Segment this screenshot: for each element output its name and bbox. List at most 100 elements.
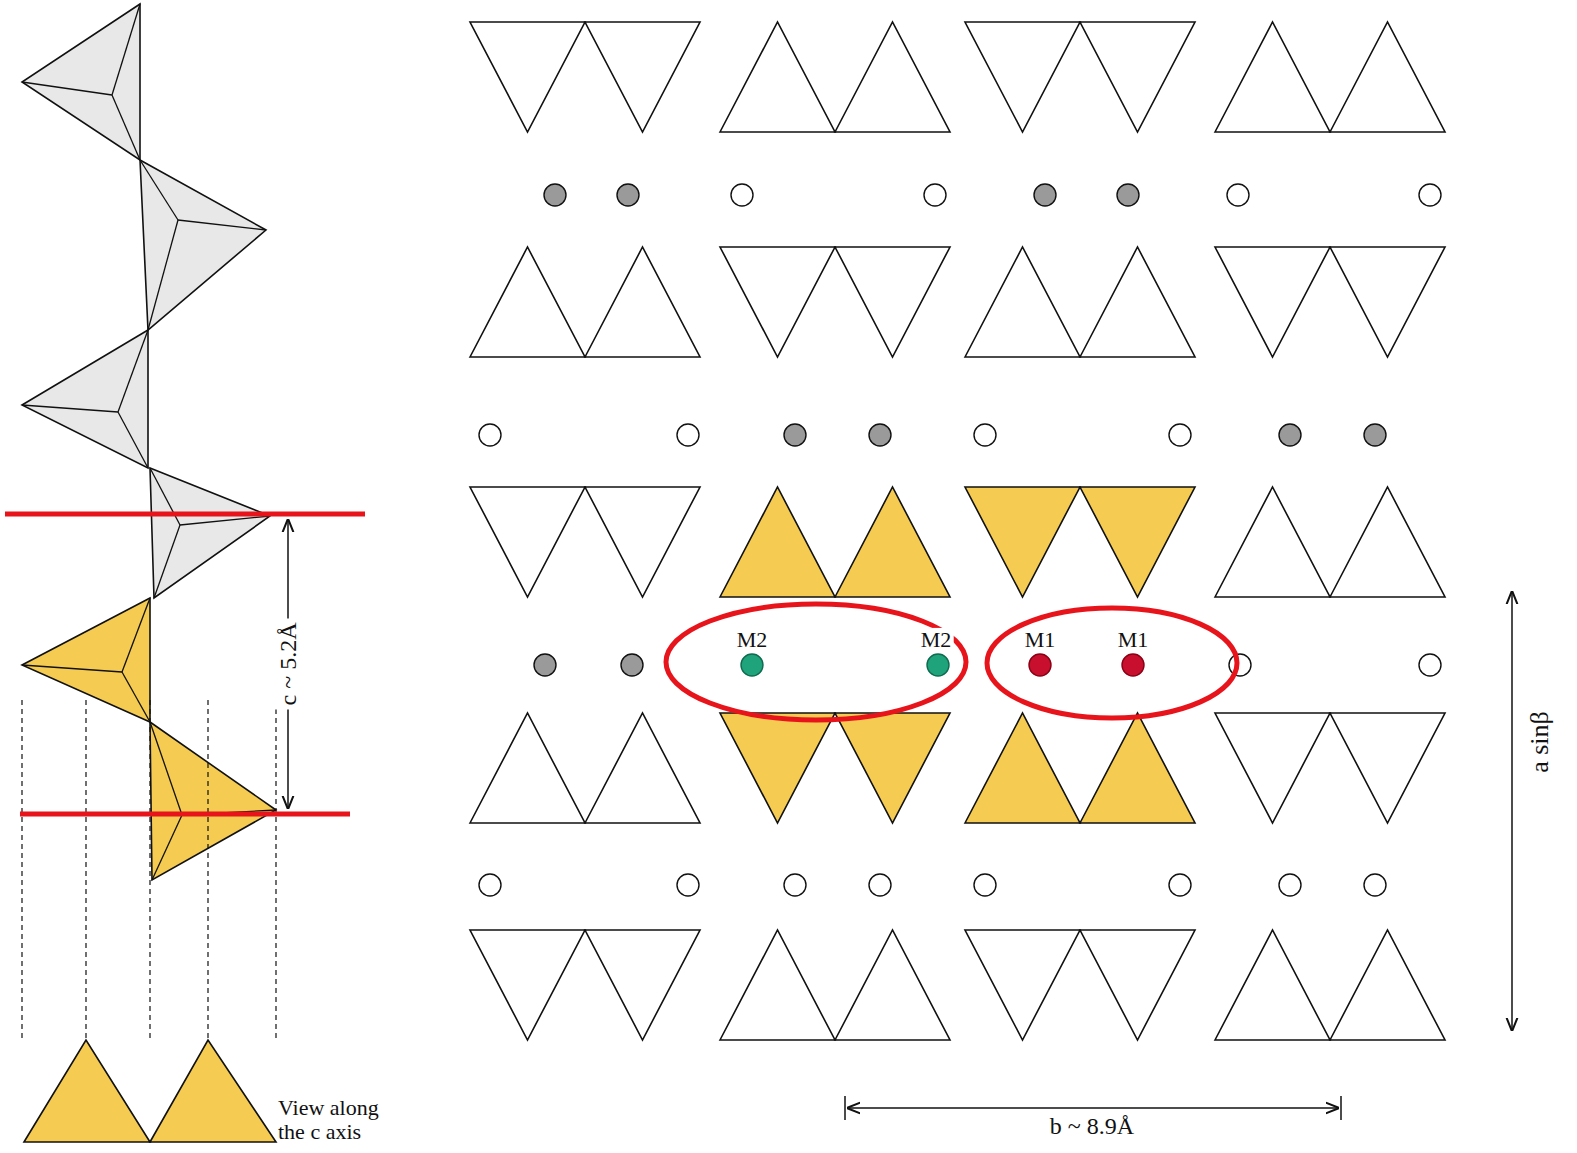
- tetrahedron-edge: [22, 405, 118, 412]
- tetrahedron: [965, 247, 1080, 357]
- tetrahedron: [835, 713, 950, 823]
- cation-site: [1419, 654, 1441, 676]
- view-caption: View along the c axis: [278, 1096, 403, 1144]
- m1-ellipse: [987, 608, 1237, 718]
- tetrahedron: [585, 930, 700, 1040]
- tetrahedron-edge: [154, 525, 180, 598]
- cation-site: [731, 184, 753, 206]
- cation-site: [974, 424, 996, 446]
- tetrahedron: [720, 713, 835, 823]
- cation-site: [534, 654, 556, 676]
- dimension-label: a sinβ: [1526, 707, 1555, 777]
- tetrahedron-edge: [140, 160, 178, 220]
- dimension-label: c ~ 5.2Å: [275, 619, 301, 710]
- m2-ellipse: [666, 604, 966, 720]
- red-marker-line: [5, 512, 365, 517]
- tetrahedron-edge: [112, 4, 140, 95]
- cation-site: [974, 874, 996, 896]
- end-view-tetrahedron: [24, 1040, 150, 1142]
- tetrahedron: [150, 722, 276, 880]
- tetrahedron: [1215, 22, 1330, 132]
- tetrahedron-edge: [22, 82, 112, 95]
- tetrahedron: [1080, 487, 1195, 597]
- tetrahedron-edge: [180, 516, 270, 525]
- tetrahedron: [1330, 247, 1445, 357]
- cation-site: [479, 874, 501, 896]
- cation-sites: [479, 184, 1441, 896]
- cation-site: [479, 424, 501, 446]
- cation-site: [1029, 654, 1051, 676]
- tetrahedron: [720, 487, 835, 597]
- projection-line: [207, 700, 208, 1040]
- tetrahedron: [470, 930, 585, 1040]
- projection-line: [21, 700, 22, 1040]
- tetrahedron: [965, 487, 1080, 597]
- tetrahedron: [1080, 22, 1195, 132]
- cation-site: [784, 424, 806, 446]
- tetrahedron: [835, 22, 950, 132]
- tetrahedron-edge: [118, 412, 148, 468]
- tetrahedron: [720, 930, 835, 1040]
- tetrahedron: [470, 247, 585, 357]
- cation-site: [1169, 424, 1191, 446]
- tetrahedron: [470, 22, 585, 132]
- tetrahedron: [1080, 247, 1195, 357]
- cation-site: [784, 874, 806, 896]
- tetrahedron: [1330, 22, 1445, 132]
- tetrahedron: [835, 247, 950, 357]
- tetrahedron: [1215, 713, 1330, 823]
- tetrahedron: [22, 4, 140, 160]
- cation-site: [1169, 874, 1191, 896]
- tetrahedron: [1080, 713, 1195, 823]
- tetrahedron: [1330, 930, 1445, 1040]
- cation-site: [544, 184, 566, 206]
- tetrahedron: [720, 22, 835, 132]
- tetrahedron: [585, 713, 700, 823]
- dimension-tick: [1340, 1096, 1342, 1120]
- dimension-arrow: [1511, 592, 1513, 1030]
- tetrahedron: [1080, 930, 1195, 1040]
- site-label: M2: [919, 628, 954, 652]
- cation-site: [677, 424, 699, 446]
- tetrahedron: [720, 247, 835, 357]
- tetrahedron: [1330, 713, 1445, 823]
- cation-site: [1034, 184, 1056, 206]
- site-label: M2: [735, 628, 770, 652]
- tetrahedron: [1330, 487, 1445, 597]
- annotations: [5, 514, 1512, 1120]
- tetrahedron: [835, 930, 950, 1040]
- tetrahedron: [150, 468, 270, 598]
- cation-site: [677, 874, 699, 896]
- tetrahedron: [1215, 930, 1330, 1040]
- projection-line: [85, 700, 86, 1040]
- tetrahedron-edge: [112, 95, 140, 160]
- cation-site: [741, 654, 763, 676]
- cation-site: [1122, 654, 1144, 676]
- tetrahedron-edge: [150, 722, 182, 815]
- cation-site: [1227, 184, 1249, 206]
- tetrahedron: [965, 713, 1080, 823]
- tetrahedron-edge: [22, 665, 122, 672]
- cation-site: [869, 424, 891, 446]
- red-marker-line: [20, 812, 350, 817]
- tetrahedron: [835, 487, 950, 597]
- projection-line: [149, 700, 150, 1040]
- cation-site: [1279, 874, 1301, 896]
- cation-site: [1117, 184, 1139, 206]
- tetrahedron: [585, 487, 700, 597]
- tetrahedron-edge: [152, 815, 182, 880]
- tetrahedron-edge: [122, 598, 150, 672]
- cation-site: [869, 874, 891, 896]
- cation-site: [621, 654, 643, 676]
- tetrahedron-edge: [178, 220, 266, 230]
- cation-site: [1364, 424, 1386, 446]
- tetrahedron: [140, 160, 266, 330]
- tetrahedron: [585, 247, 700, 357]
- site-label: M1: [1116, 628, 1151, 652]
- cation-site: [1279, 424, 1301, 446]
- tetrahedron-edge: [118, 330, 148, 412]
- tetrahedron: [585, 22, 700, 132]
- tetrahedron: [965, 22, 1080, 132]
